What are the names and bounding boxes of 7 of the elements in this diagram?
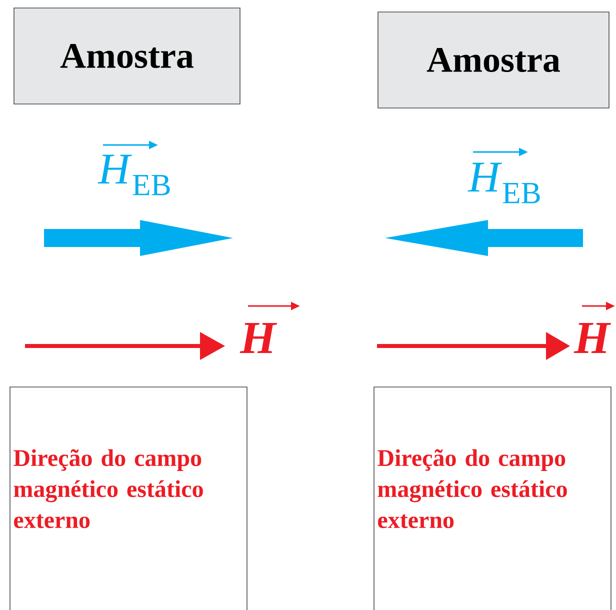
sample-box: Amostra [378, 12, 610, 108]
symbol-label: H$_{EB}$ [468, 162, 540, 204]
text-box: Direção do campo magnético estático externo [10, 386, 248, 610]
text-box: Direção do campo magnético estático externo [374, 386, 612, 610]
symbol-label: H [240, 322, 278, 354]
sample-box: Amostra [14, 8, 240, 104]
symbol-label: H$_{EB}$ [98, 154, 170, 196]
